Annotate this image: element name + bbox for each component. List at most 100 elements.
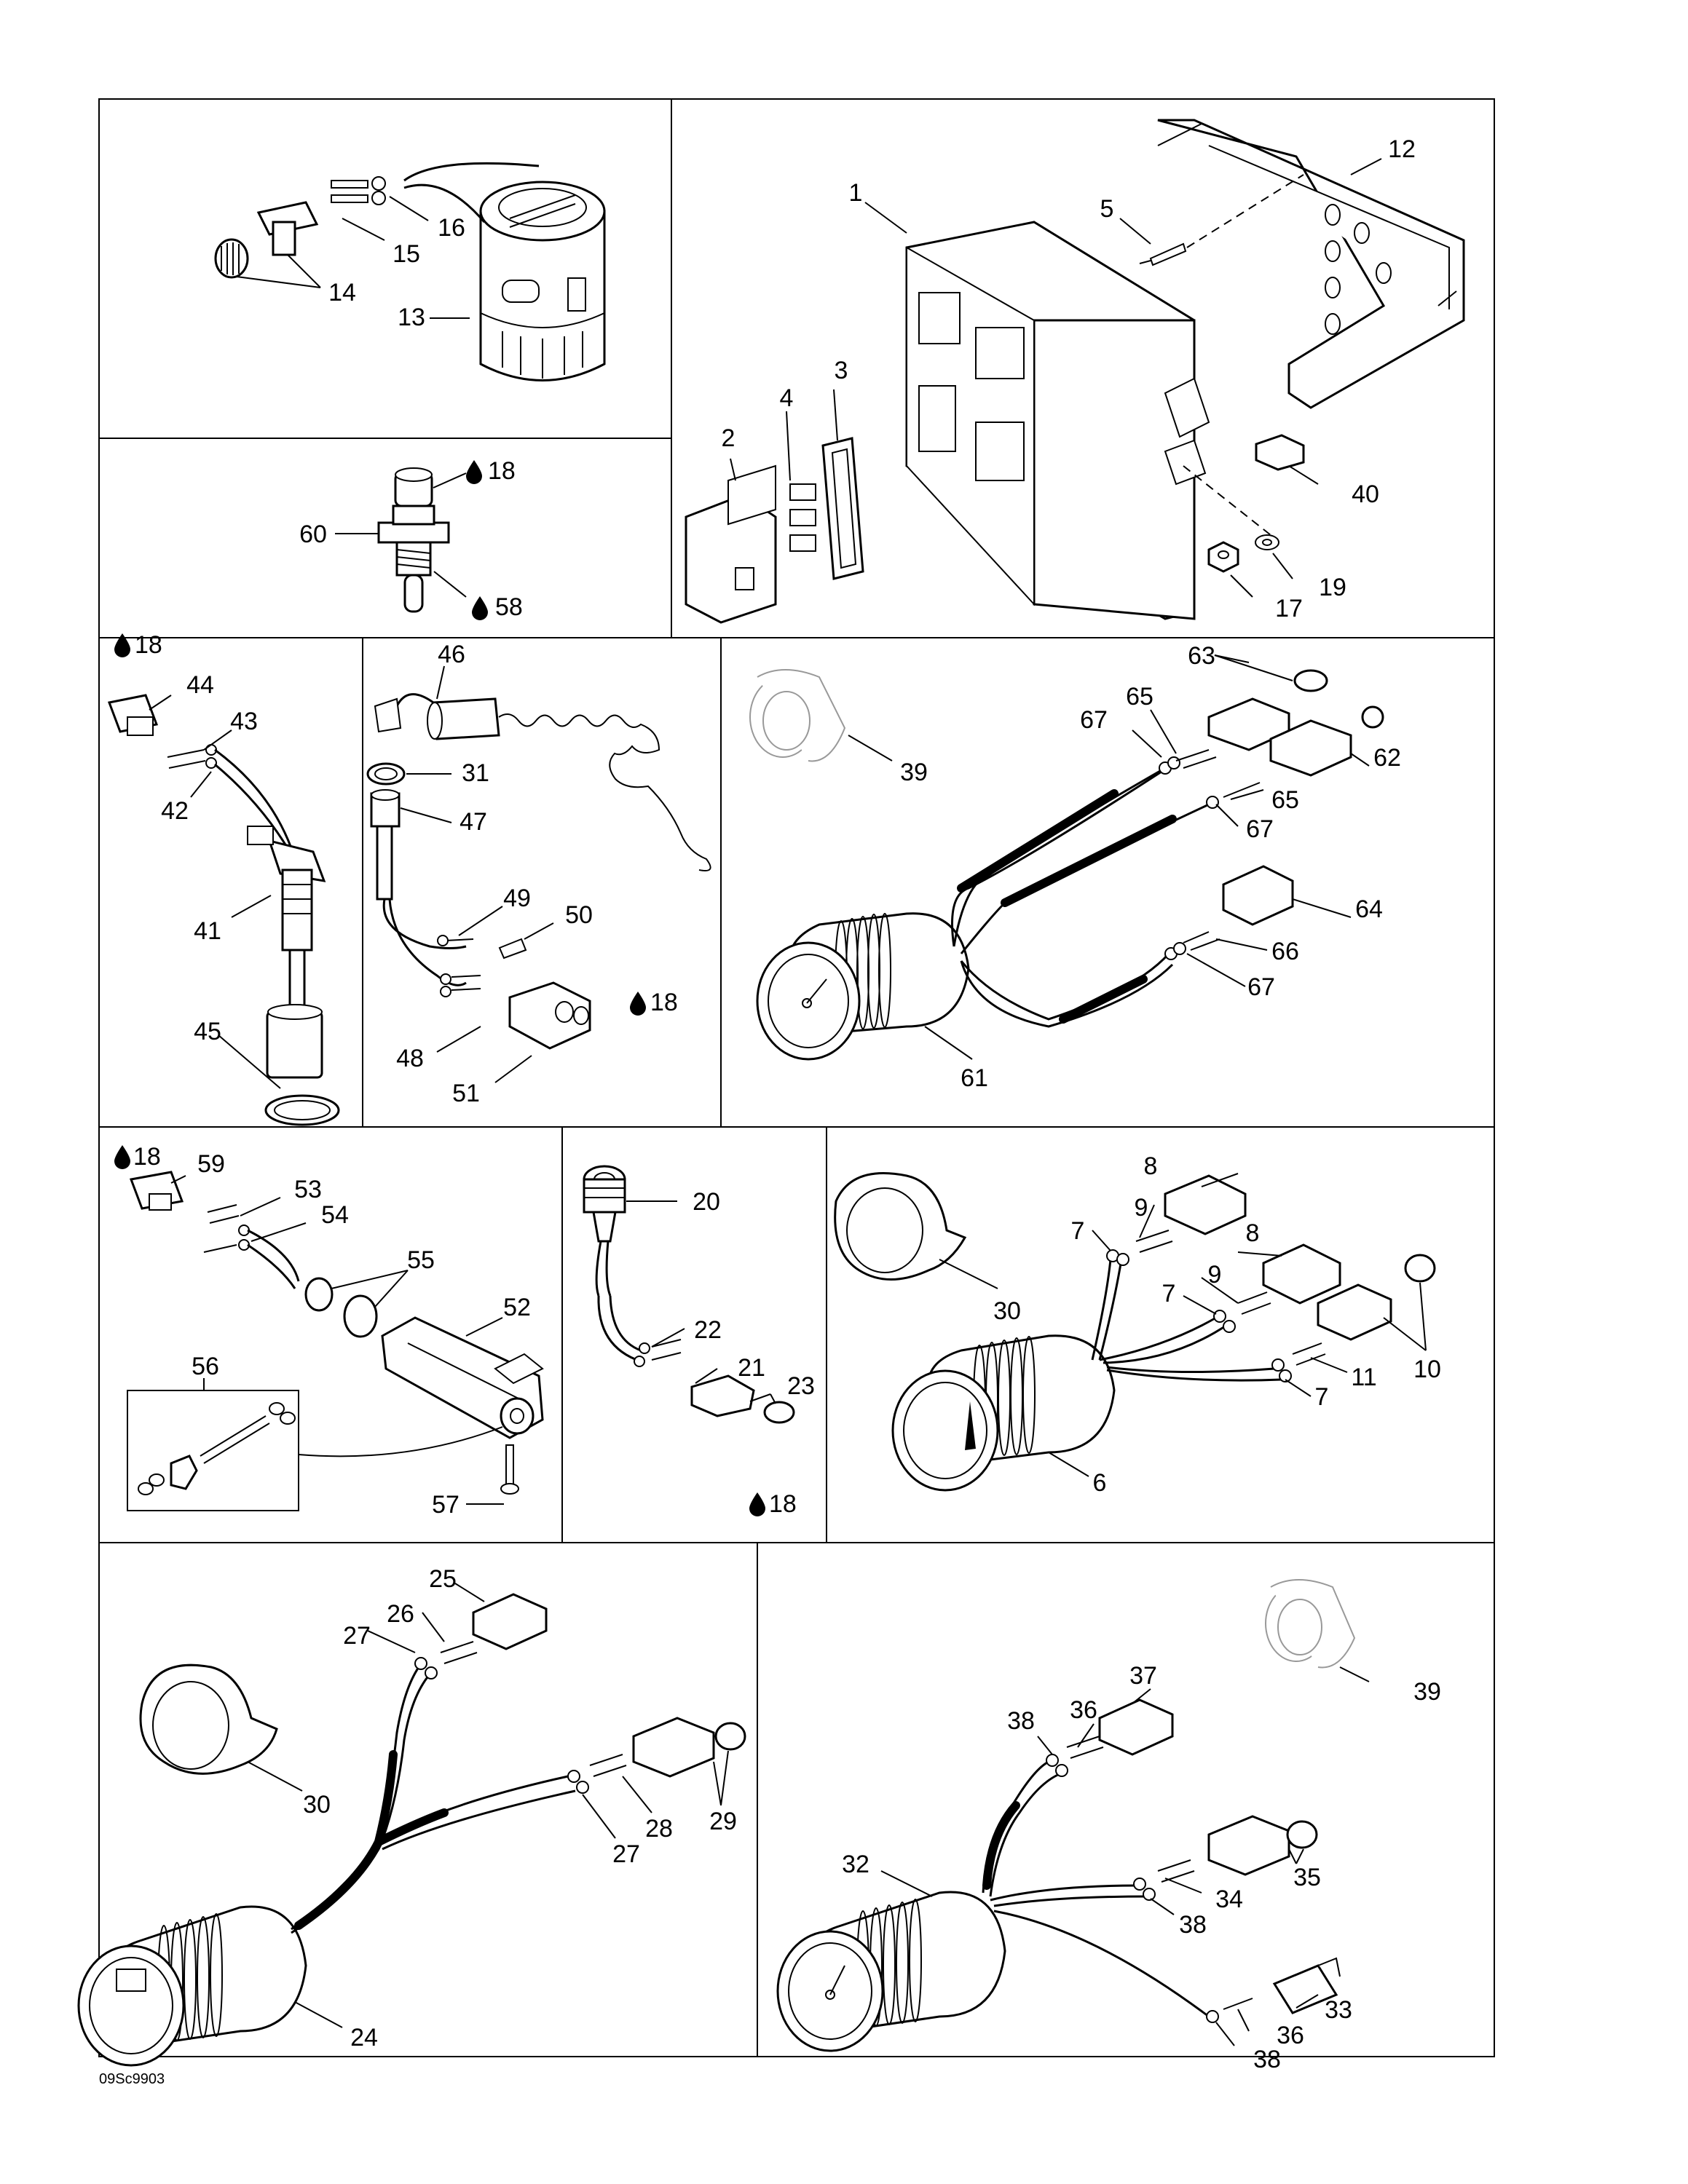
callout-62: 62: [1373, 744, 1401, 772]
callout-12: 12: [1388, 135, 1416, 163]
callout-58: 58: [495, 593, 523, 621]
callout-67: 67: [1080, 706, 1108, 734]
lanyard-switch-illustration: [366, 693, 711, 1050]
panel-grid: [98, 98, 1495, 2057]
callout-leaders-d: [149, 695, 281, 1089]
callout-leaders-f: [848, 654, 1370, 1060]
callout-19: 19: [1319, 574, 1346, 601]
callout-3: 3: [835, 357, 848, 384]
callout-21: 21: [738, 1354, 765, 1382]
callout-52: 52: [503, 1294, 531, 1321]
callout-8: 8: [1246, 1219, 1260, 1247]
callout-47: 47: [460, 808, 487, 836]
callout-56: 56: [192, 1353, 219, 1380]
callout-44: 44: [186, 671, 214, 699]
bilge-pump-illustration: [214, 162, 606, 381]
sealant-drop-icon: [466, 460, 482, 484]
callout-67: 67: [1247, 973, 1275, 1001]
callout-6: 6: [1093, 1469, 1107, 1497]
callout-9: 9: [1135, 1194, 1148, 1222]
callout-18: 18: [769, 1490, 797, 1518]
callout-18: 18: [488, 457, 516, 485]
callout-50: 50: [565, 901, 593, 929]
callout-30: 30: [303, 1791, 331, 1819]
callout-28: 28: [645, 1815, 673, 1843]
callout-leaders-c: [730, 158, 1382, 598]
callout-leaders-g: [170, 1175, 504, 1505]
callout-leaders-k: [880, 1666, 1370, 2046]
speedometer-illustration: [776, 1579, 1356, 2052]
fuel-sender-illustration: [107, 694, 340, 1126]
tachometer-illustration: [749, 669, 1384, 1061]
temperature-sensor-illustration: [377, 467, 450, 613]
figure-code: 09Sc9903: [99, 2071, 165, 2087]
callout-36: 36: [1070, 1696, 1097, 1724]
callout-55: 55: [407, 1246, 435, 1274]
callout-18: 18: [135, 631, 162, 659]
callout-7: 7: [1162, 1280, 1176, 1307]
callout-2: 2: [722, 424, 735, 452]
callout-16: 16: [438, 214, 465, 242]
callout-46: 46: [438, 641, 465, 668]
callout-37: 37: [1129, 1662, 1157, 1690]
throttle-sensor-illustration: [127, 1171, 544, 1511]
callout-leaders-b: [335, 472, 467, 598]
callout-22: 22: [694, 1316, 722, 1344]
callout-35: 35: [1293, 1864, 1321, 1891]
electronic-module-illustration: [685, 119, 1465, 624]
callout-42: 42: [161, 797, 189, 825]
outer-frame: [98, 98, 1495, 2057]
callout-29: 29: [709, 1808, 737, 1835]
callout-27: 27: [612, 1840, 640, 1868]
trim-gauge-illustration: [77, 1593, 746, 2067]
sealant-drop-icon: [472, 596, 488, 620]
callout-7: 7: [1071, 1217, 1085, 1245]
callout-10: 10: [1413, 1356, 1441, 1383]
callout-51: 51: [452, 1080, 480, 1107]
callout-18: 18: [133, 1143, 161, 1171]
callout-40: 40: [1352, 480, 1379, 508]
callout-17: 17: [1275, 595, 1303, 622]
callout-8: 8: [1144, 1152, 1158, 1180]
callout-63: 63: [1188, 642, 1215, 670]
callout-45: 45: [194, 1018, 221, 1045]
callout-39: 39: [900, 759, 928, 786]
sealant-drop-icon: [114, 1145, 130, 1169]
callout-48: 48: [396, 1045, 424, 1072]
callout-leaders-e: [400, 665, 554, 1083]
callout-67: 67: [1246, 815, 1274, 843]
callout-65: 65: [1126, 683, 1153, 711]
callout-14: 14: [328, 279, 356, 306]
callout-7: 7: [1315, 1383, 1329, 1411]
callout-31: 31: [462, 759, 489, 787]
callout-26: 26: [387, 1600, 414, 1628]
callout-leaders-i: [939, 1173, 1427, 1477]
callout-38: 38: [1253, 2046, 1281, 2073]
callout-66: 66: [1271, 938, 1299, 965]
callout-57: 57: [432, 1491, 460, 1519]
callout-41: 41: [194, 917, 221, 945]
callout-64: 64: [1355, 895, 1383, 923]
callout-23: 23: [787, 1372, 815, 1400]
callout-13: 13: [398, 304, 425, 331]
callout-34: 34: [1215, 1886, 1243, 1913]
callout-39: 39: [1413, 1678, 1441, 1706]
callout-4: 4: [780, 384, 794, 412]
callout-59: 59: [197, 1150, 225, 1178]
callout-60: 60: [299, 521, 327, 548]
speed-sensor-illustration: [583, 1165, 795, 1424]
sealant-drop-icon: [114, 633, 130, 657]
callout-33: 33: [1325, 1996, 1352, 2024]
callout-5: 5: [1100, 195, 1114, 223]
fuel-gauge-illustration: [834, 1172, 1436, 1492]
callout-38: 38: [1007, 1707, 1035, 1735]
callout-24: 24: [350, 2024, 378, 2052]
callout-38: 38: [1179, 1911, 1207, 1939]
callout-20: 20: [693, 1188, 720, 1216]
callout-15: 15: [393, 240, 420, 268]
callout-30: 30: [993, 1297, 1021, 1325]
callout-27: 27: [343, 1622, 371, 1650]
sealant-drop-icon: [749, 1492, 765, 1516]
callout-11: 11: [1351, 1364, 1376, 1391]
